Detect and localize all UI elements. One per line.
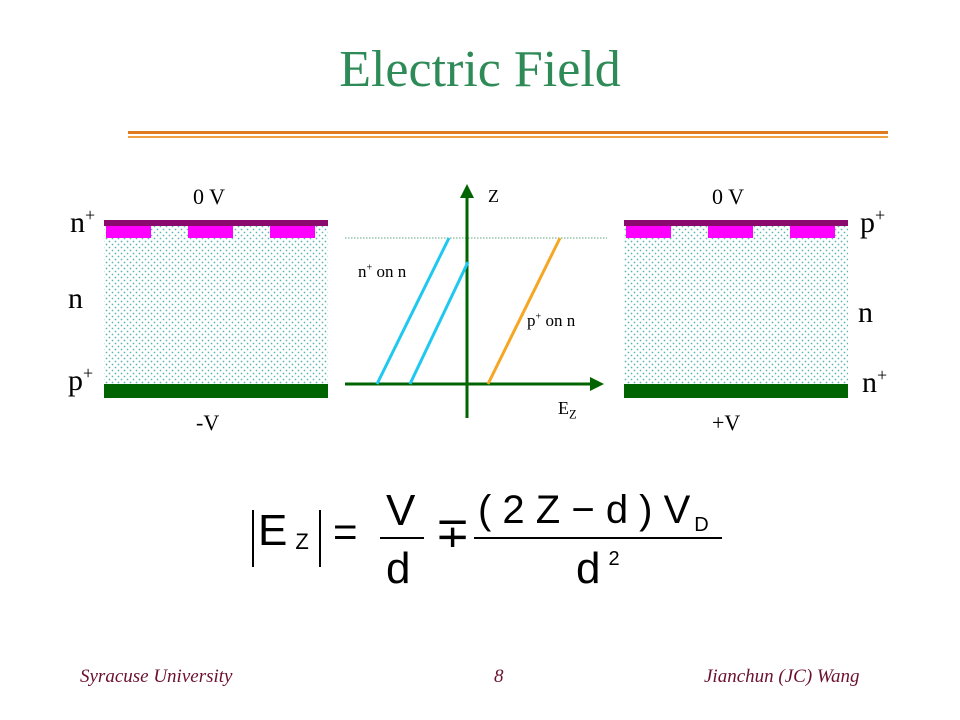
left-bulk: [104, 226, 328, 386]
right-implant-2: [708, 226, 753, 238]
left-bottom-electrode: [104, 384, 328, 398]
eq-denominator-1: d: [386, 544, 411, 593]
left-implant-2: [188, 226, 233, 238]
left-bottom-voltage: -V: [196, 410, 220, 435]
footer-right: Jianchun (JC) Wang: [704, 666, 860, 687]
eq-numerator-1: V: [386, 486, 416, 535]
left-implant-1: [106, 226, 151, 238]
left-bottom-layer-label: p+: [68, 363, 94, 397]
title-underline-secondary: [128, 136, 888, 138]
e-axis-label: EZ: [558, 398, 577, 422]
right-bottom-layer-label: n+: [862, 365, 888, 399]
right-top-electrode: [624, 220, 848, 226]
right-top-layer-label: p+: [860, 205, 886, 239]
right-top-voltage: 0 V: [712, 184, 744, 209]
page-title: Electric Field: [339, 41, 621, 98]
n-on-n-label: n+ on n: [358, 262, 407, 281]
n-on-n-line-1: [375, 237, 451, 385]
right-bottom-electrode: [624, 384, 848, 398]
equation-strokes: [252, 510, 722, 567]
left-bulk-label: n: [68, 282, 83, 315]
p-on-n-line: [486, 237, 562, 385]
left-implant-3: [270, 226, 315, 238]
z-axis-arrow: [460, 184, 474, 198]
left-top-layer-label: n+: [70, 205, 96, 239]
footer-page-number: 8: [494, 666, 504, 687]
right-device: [624, 220, 848, 398]
right-implant-1: [626, 226, 671, 238]
left-device: [104, 220, 328, 398]
p-on-n-label: p+ on n: [527, 311, 576, 330]
right-implant-3: [790, 226, 835, 238]
title-underline: [128, 131, 888, 134]
e-axis-arrow: [590, 377, 604, 391]
right-bulk: [624, 226, 848, 386]
footer-left: Syracuse University: [80, 666, 233, 687]
eq-minus-plus: ∓: [435, 508, 471, 557]
z-axis-label: Z: [488, 186, 499, 206]
n-on-n-line-2: [408, 261, 470, 385]
eq-equals: =: [333, 508, 358, 555]
right-bulk-label: n: [858, 296, 873, 329]
left-top-voltage: 0 V: [193, 184, 225, 209]
left-top-electrode: [104, 220, 328, 226]
right-bottom-voltage: +V: [712, 410, 741, 435]
field-plot: [345, 184, 607, 418]
